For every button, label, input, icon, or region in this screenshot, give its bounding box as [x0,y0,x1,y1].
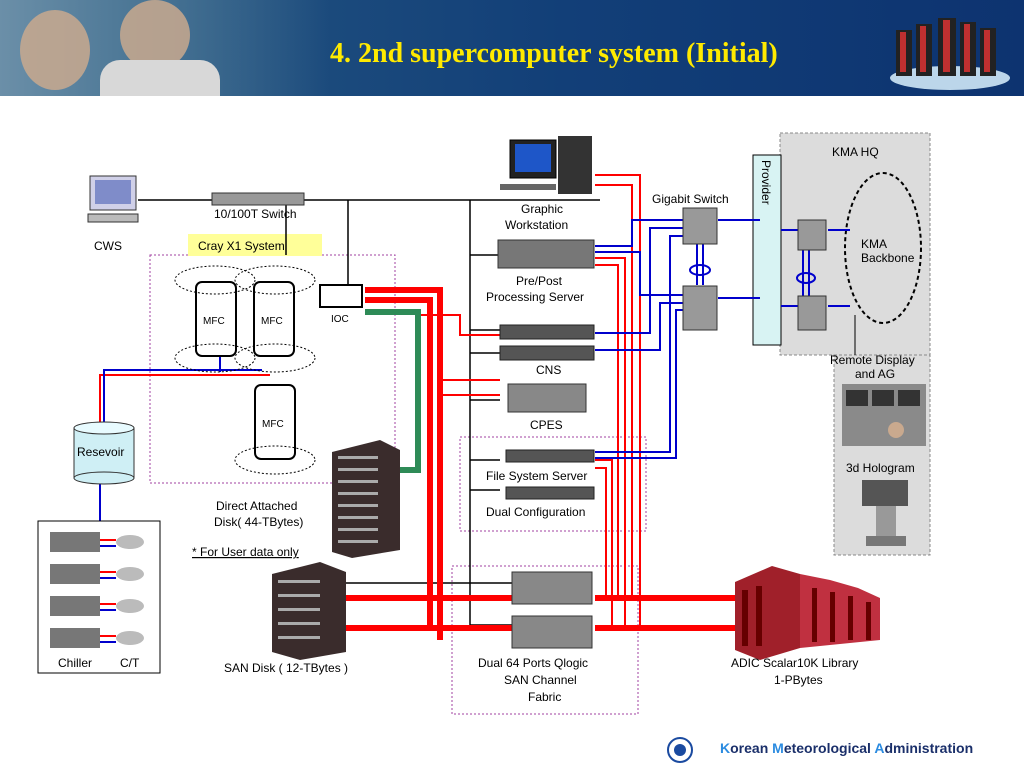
cws-icon[interactable] [87,175,139,223]
remote-display-label2: and AG [855,367,895,381]
supercomputer-icon [890,18,1010,90]
provider-label: Provider [759,160,773,205]
mfc-label-3: MFC [262,419,284,430]
cpes-server[interactable] [507,383,587,413]
mfc-label-2: MFC [261,316,283,327]
hologram-photo [862,480,908,546]
san-dotted-box [451,565,639,715]
prepost-server-icon[interactable] [497,239,595,269]
cns-server-1[interactable] [499,324,595,340]
remote-display-photo [842,384,926,446]
kma-backbone-label1: KMA [861,237,887,251]
footer-m: M [772,740,784,756]
reservoir-label: Resevoir [77,445,124,459]
prepost-label2: Processing Server [486,290,584,304]
san-disk-label: SAN Disk ( 12-TBytes ) [224,661,348,675]
san-red-lines [345,174,735,640]
qlogic-label2: SAN Channel [504,673,577,687]
hologram-label: 3d Hologram [846,461,915,475]
san-disk-icon [272,562,346,660]
gigabit-switch-2[interactable] [682,285,718,331]
page-title: 4. 2nd supercomputer system (Initial) [330,38,778,69]
mfc-label-1: MFC [203,316,225,327]
mfc-nodes [195,281,296,460]
qlogic-switch-1[interactable] [511,571,593,605]
direct-disk-label1: Direct Attached [216,499,297,513]
graphic-ws-label1: Graphic [521,202,563,216]
qlogic-label3: Fabric [528,690,561,704]
chiller-label: Chiller [58,656,92,670]
switch-icon[interactable] [211,192,305,206]
ioc-label: IOC [331,314,349,325]
switch-label: 10/100T Switch [214,207,297,221]
qlogic-switch-2[interactable] [511,615,593,649]
prepost-label1: Pre/Post [516,274,563,288]
kma-logo-icon [667,737,693,763]
graphic-workstation-icon[interactable] [500,136,592,194]
direct-disk-label2: Disk( 44-TBytes) [214,515,303,529]
footer-org-name: Korean Meteorological Administration [720,740,973,756]
direct-disk-icon [332,440,400,558]
qlogic-label1: Dual 64 Ports Qlogic [478,656,588,670]
dual-config-icon[interactable] [505,486,595,500]
footer-eteorological: eteorological [783,740,875,756]
fs-server-label: File System Server [486,469,587,483]
header-banner: 4. 2nd supercomputer system (Initial) [0,0,1024,96]
footer-dministration: dministration [884,740,974,756]
gigabit-blue-lines [595,219,850,459]
kma-hq-label: KMA HQ [832,145,879,159]
cray-system-label: Cray X1 System [198,239,285,253]
cooling-lines [99,355,270,525]
cpes-label: CPES [530,418,563,432]
fs-server-icon[interactable] [505,449,595,463]
ct-label: C/T [120,656,140,670]
kma-router-1[interactable] [797,219,827,251]
remote-display-label1: Remote Display [830,353,915,367]
people-photo [0,0,330,96]
gigabit-switch-label: Gigabit Switch [652,192,729,206]
adic-label1: ADIC Scalar10K Library [731,656,858,670]
footer-orean: orean [730,740,773,756]
cns-server-2[interactable] [499,345,595,361]
reservoir-icon [73,421,135,485]
cns-label: CNS [536,363,561,377]
cws-label: CWS [94,239,122,253]
network-diagram: KMA HQ Provider KMA Backbone Cray X1 Sys… [37,132,931,715]
cray-system-tag [188,234,322,256]
kma-router-2[interactable] [797,295,827,331]
user-data-note: * For User data only [192,545,299,559]
graphic-ws-label2: Workstation [505,218,568,232]
provider-box [752,154,782,346]
gigabit-switch-1[interactable] [682,207,718,245]
adic-library-icon [735,566,880,660]
kma-backbone-label2: Backbone [861,251,915,265]
chiller-units [50,532,144,648]
fs-dotted-box [459,436,647,532]
adic-label2: 1-PBytes [774,673,823,687]
kma-backbone-ring [844,172,922,324]
footer-k: K [720,740,731,756]
footer-a: A [874,740,885,756]
green-fc-line [365,309,421,473]
dual-config-label: Dual Configuration [486,505,585,519]
mfc-clouds [174,265,316,475]
ioc-icon[interactable] [319,284,363,308]
